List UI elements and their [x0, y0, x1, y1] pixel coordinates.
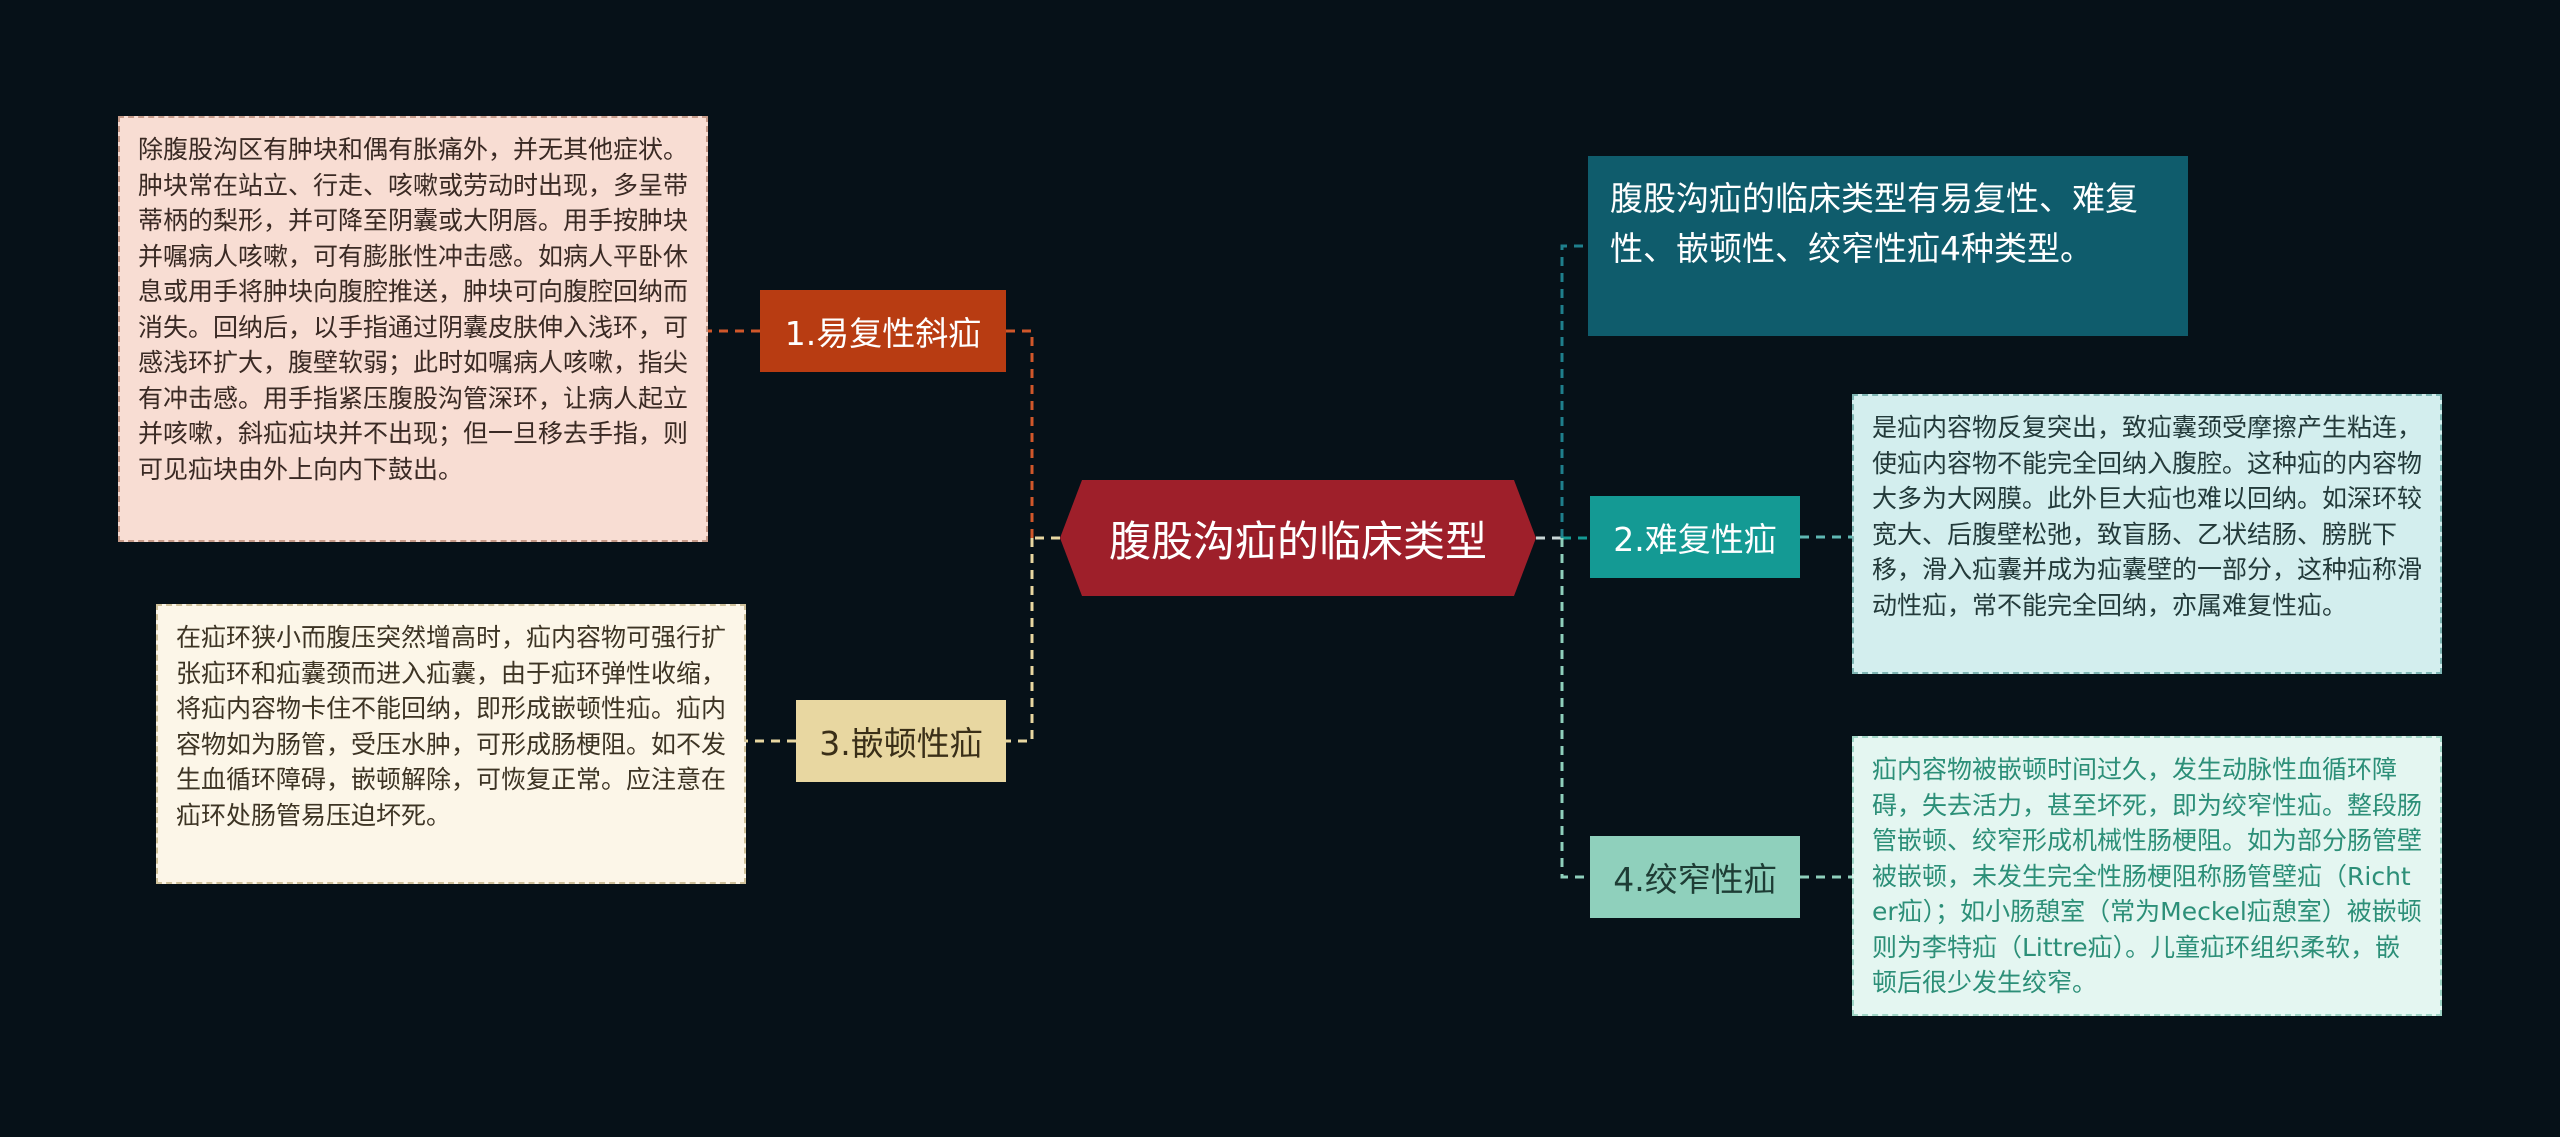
connector-to-branch-4	[1560, 538, 1590, 879]
branch-2-node[interactable]: 2.难复性疝	[1590, 496, 1800, 578]
branch-1-node[interactable]: 1.易复性斜疝	[760, 290, 1006, 372]
intro-text: 腹股沟疝的临床类型有易复性、难复性、嵌顿性、绞窄性疝4种类型。	[1610, 179, 2138, 268]
branch-3-node[interactable]: 3.嵌顿性疝	[796, 700, 1006, 782]
branch-4-label: 4.绞窄性疝	[1613, 860, 1777, 899]
branch-1-detail-text: 除腹股沟区有肿块和偶有胀痛外，并无其他症状。肿块常在站立、行走、咳嗽或劳动时出现…	[138, 135, 689, 484]
branch-2-detail[interactable]: 是疝内容物反复突出，致疝囊颈受摩擦产生粘连，使疝内容物不能完全回纳入腹腔。这种疝…	[1852, 394, 2442, 674]
branch-4-detail-text: 疝内容物被嵌顿时间过久，发生动脉性血循环障碍，失去活力，甚至坏死，即为绞窄性疝。…	[1872, 755, 2423, 997]
branch-3-detail-text: 在疝环狭小而腹压突然增高时，疝内容物可强行扩张疝环和疝囊颈而进入疝囊，由于疝环弹…	[176, 623, 727, 830]
branch-3-detail[interactable]: 在疝环狭小而腹压突然增高时，疝内容物可强行扩张疝环和疝囊颈而进入疝囊，由于疝环弹…	[156, 604, 746, 884]
branch-4-node[interactable]: 4.绞窄性疝	[1590, 836, 1800, 918]
branch-1-detail[interactable]: 除腹股沟区有肿块和偶有胀痛外，并无其他症状。肿块常在站立、行走、咳嗽或劳动时出现…	[118, 116, 708, 542]
connector-to-branch-3	[1006, 538, 1034, 743]
intro-node[interactable]: 腹股沟疝的临床类型有易复性、难复性、嵌顿性、绞窄性疝4种类型。	[1588, 156, 2188, 336]
connector-to-intro	[1560, 244, 1588, 538]
connector-to-branch-1	[1006, 329, 1034, 538]
branch-2-detail-text: 是疝内容物反复突出，致疝囊颈受摩擦产生粘连，使疝内容物不能完全回纳入腹腔。这种疝…	[1872, 413, 2423, 620]
branch-1-label: 1.易复性斜疝	[784, 314, 982, 353]
branch-2-label: 2.难复性疝	[1613, 520, 1777, 559]
central-topic-label: 腹股沟疝的临床类型	[1108, 516, 1487, 566]
branch-4-detail[interactable]: 疝内容物被嵌顿时间过久，发生动脉性血循环障碍，失去活力，甚至坏死，即为绞窄性疝。…	[1852, 736, 2442, 1016]
branch-3-label: 3.嵌顿性疝	[819, 724, 983, 763]
central-topic[interactable]: 腹股沟疝的临床类型	[1060, 480, 1536, 596]
